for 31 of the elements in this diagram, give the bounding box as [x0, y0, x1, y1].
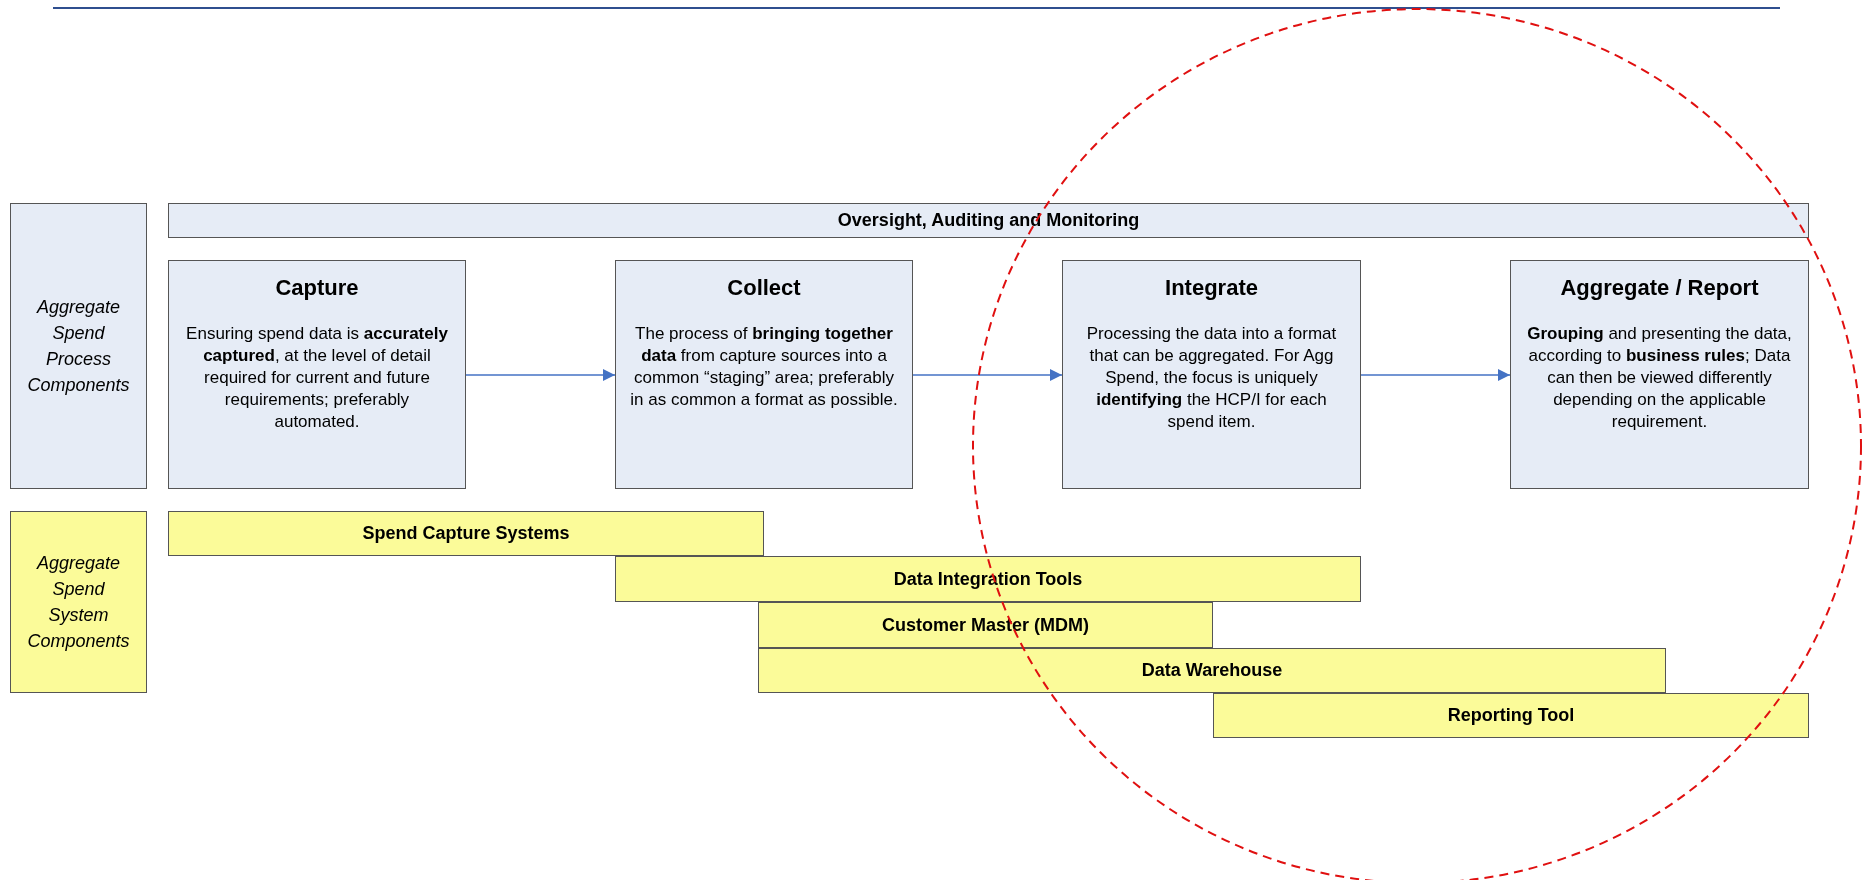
- row-heading: Aggregate Spend System Components: [26, 552, 131, 653]
- component-bar: [168, 511, 764, 556]
- box-heading: Integrate: [1165, 275, 1258, 301]
- process-box: [1062, 260, 1361, 489]
- box-heading: Collect: [727, 275, 801, 301]
- box-heading: Capture: [275, 275, 359, 301]
- component-bar: [1213, 693, 1809, 738]
- arrow: [465, 369, 616, 381]
- box-heading: Aggregate / Report: [1560, 275, 1759, 301]
- bar-label: Reporting Tool: [1447, 705, 1575, 726]
- component-bar: [168, 203, 1809, 238]
- component-bar: [758, 648, 1666, 693]
- bar-label: Data Integration Tools: [893, 568, 1083, 590]
- row-heading: Aggregate Spend Process Components: [26, 296, 131, 397]
- component-bar: [615, 556, 1361, 602]
- process-box: [168, 260, 466, 489]
- box-description: The process of bringing together data from capture sources into a common “staging” area; preferably in as common a format as possible.: [629, 323, 899, 411]
- process-box: [615, 260, 913, 489]
- arrow: [912, 369, 1063, 381]
- box-description: Ensuring spend data is accurately captured, at the level of detail required for current and future requirements; preferably automated.: [185, 323, 449, 433]
- box-description: Processing the data into a format that can be aggregated. For Agg Spend, the focus is uniquely identifying the HCP/I for each spend item.: [1085, 323, 1338, 433]
- component-bar: [758, 602, 1213, 648]
- row-heading-box: [10, 511, 147, 693]
- box-description: Grouping and presenting the data, according to business rules; Data can then be viewed differently depending on the applicable requirement.: [1526, 323, 1793, 433]
- bar-label: Data Warehouse: [1141, 660, 1283, 681]
- bar-label: Customer Master (MDM): [882, 614, 1089, 636]
- bar-label: Spend Capture Systems: [362, 523, 570, 544]
- process-box: [1510, 260, 1809, 489]
- arrow: [1360, 369, 1511, 381]
- bar-label: Oversight, Auditing and Monitoring: [837, 210, 1140, 231]
- row-heading-box: [10, 203, 147, 489]
